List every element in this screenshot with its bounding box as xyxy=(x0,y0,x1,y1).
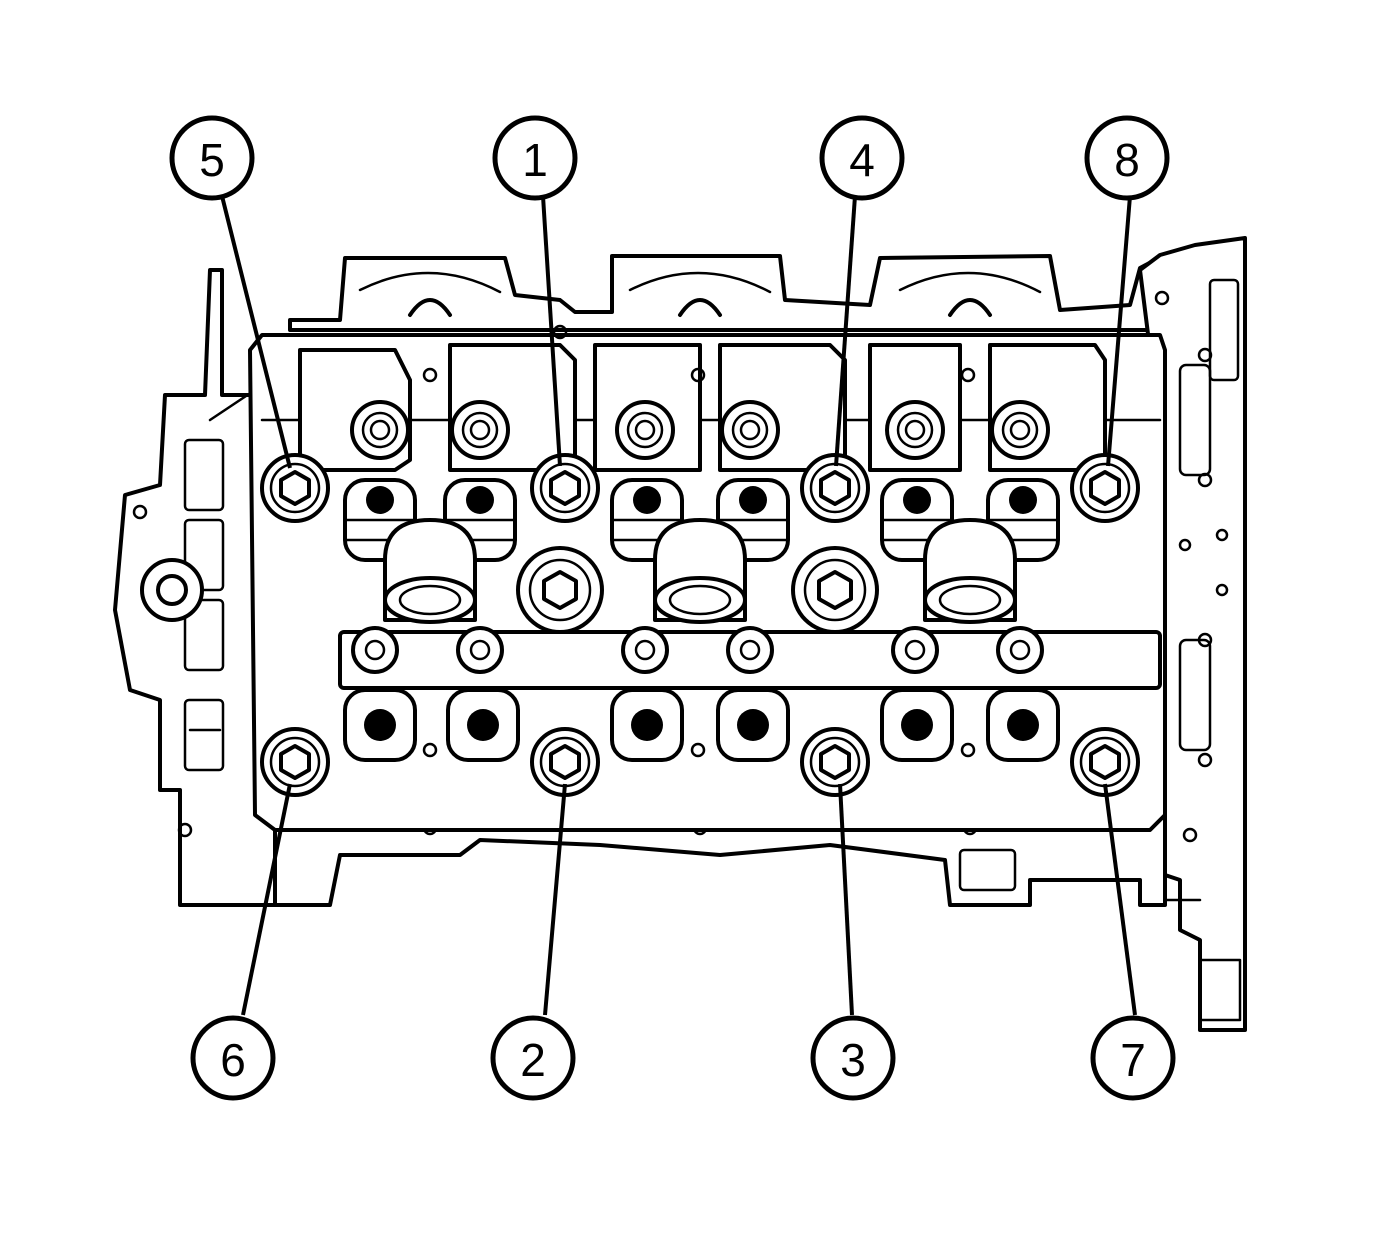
lower-valve-springs xyxy=(343,688,1060,762)
callout-3-label: 3 xyxy=(840,1034,866,1086)
upper-valve-row xyxy=(350,400,1050,460)
callout-3: 3 xyxy=(810,1015,896,1101)
spark-plug-tubes xyxy=(383,518,1017,624)
callout-8-label: 8 xyxy=(1114,134,1140,186)
callouts: 5 1 4 8 6 2 3 7 xyxy=(169,115,1176,1101)
leader-5 xyxy=(220,195,292,469)
callout-4-label: 4 xyxy=(849,134,875,186)
center-hex-plugs xyxy=(516,546,879,634)
leader-4 xyxy=(834,195,857,467)
callout-6: 6 xyxy=(190,1015,276,1101)
head-bolt-7 xyxy=(1070,727,1140,797)
leader-lines xyxy=(220,195,1137,1016)
middle-valve-row xyxy=(351,626,1044,674)
leader-7 xyxy=(1103,783,1137,1016)
head-bolt-1 xyxy=(530,453,600,523)
head-bolt-3 xyxy=(800,727,870,797)
head-bolt-5 xyxy=(260,453,330,523)
callout-7-label: 7 xyxy=(1120,1034,1146,1086)
top-cover-bumps xyxy=(288,253,1167,332)
leader-2 xyxy=(543,783,567,1016)
head-bolt-8 xyxy=(1070,453,1140,523)
callout-6-label: 6 xyxy=(220,1034,246,1086)
callout-4: 4 xyxy=(819,115,905,201)
callout-5-label: 5 xyxy=(199,134,225,186)
leader-6 xyxy=(241,783,292,1016)
callout-2-label: 2 xyxy=(520,1034,546,1086)
callout-2: 2 xyxy=(490,1015,576,1101)
leader-8 xyxy=(1106,195,1132,467)
callout-5: 5 xyxy=(169,115,255,201)
callout-1: 1 xyxy=(492,115,578,201)
leader-3 xyxy=(838,783,854,1016)
lower-skirt xyxy=(273,813,1167,907)
cylinder-head-drawing xyxy=(113,236,1247,1032)
callout-7: 7 xyxy=(1090,1015,1176,1101)
callout-8: 8 xyxy=(1084,115,1170,201)
head-bolt-6 xyxy=(260,727,330,797)
cam-journal-lobes xyxy=(298,343,1107,472)
leader-1 xyxy=(541,195,562,467)
callout-1-label: 1 xyxy=(522,134,548,186)
